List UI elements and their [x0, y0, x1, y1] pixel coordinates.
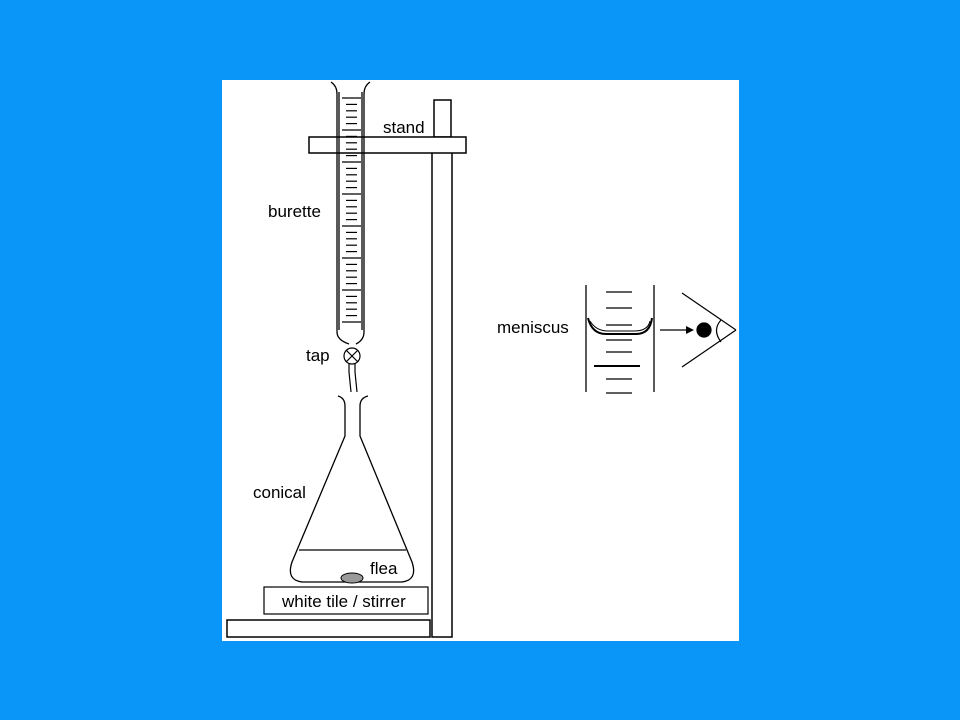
inset-graduations [594, 291, 640, 394]
label-flea: flea [370, 559, 398, 578]
conical-flask [289, 395, 415, 583]
stand-clamp [308, 136, 467, 154]
label-stand: stand [383, 118, 425, 137]
label-burette: burette [268, 202, 321, 221]
magnetic-flea-icon [340, 572, 364, 584]
stand-rod [431, 151, 453, 638]
meniscus-inset [585, 285, 655, 392]
diagram-panel [222, 80, 739, 641]
stand-rod-cap [433, 99, 452, 138]
retort-stand [226, 99, 467, 638]
label-tile: white tile / stirrer [281, 592, 406, 611]
tap-valve-icon [343, 347, 361, 393]
label-meniscus: meniscus [497, 318, 569, 337]
label-conical: conical [253, 483, 306, 502]
meniscus-curve [587, 317, 653, 335]
sight-line-arrow [660, 326, 694, 334]
burette [330, 81, 371, 345]
eye-icon [681, 292, 737, 368]
label-tap: tap [306, 346, 330, 365]
burette-graduations [342, 97, 361, 323]
white-tile-stirrer [263, 586, 429, 615]
stand-base [226, 619, 431, 638]
